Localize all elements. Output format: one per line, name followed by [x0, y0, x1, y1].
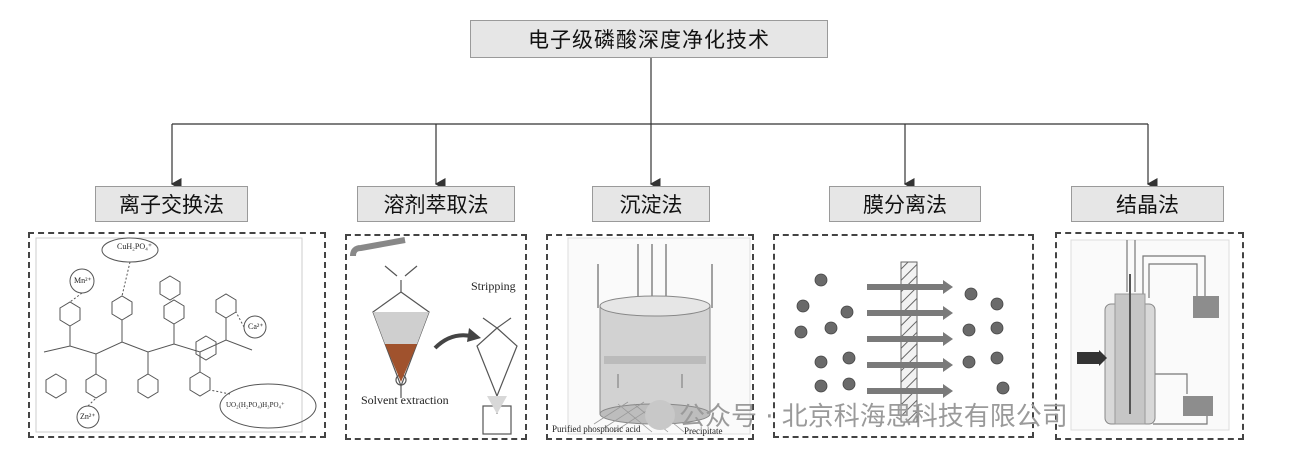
label-zn-ion: Zn²⁺: [80, 412, 96, 421]
method-membrane-separation: 膜分离法: [829, 186, 981, 222]
ion-exchange-panel: CuH₂PO₄⁺ Mn²⁺ Ca²⁺ Zn²⁺ UO₂(H₂PO₄)H₃PO₄⁺: [28, 232, 326, 438]
precipitation-tank: [567, 237, 751, 435]
label-ca-ion: Ca²⁺: [248, 322, 264, 331]
method-precipitation: 沉淀法: [592, 186, 710, 222]
membrane-illustration: [794, 261, 1010, 423]
watermark: 公众号 · 北京科海思科技有限公司: [645, 396, 1068, 433]
label-uo2-complex: UO₂(H₂PO₄)H₃PO₄⁺: [226, 401, 285, 409]
label-solvent-extraction: Solvent extraction: [361, 393, 449, 407]
method-solvent-extraction: 溶剂萃取法: [357, 186, 515, 222]
crystallization-panel: [1055, 232, 1244, 440]
watermark-text: 公众号 · 北京科海思科技有限公司: [679, 402, 1068, 432]
separatory-funnels: [350, 237, 518, 435]
label-purified-acid: Purified phosphoric acid: [552, 424, 641, 434]
label-stripping: Stripping: [471, 279, 516, 293]
label-precipitate: Precipitate: [684, 426, 723, 436]
method-ion-exchange: 离子交换法: [95, 186, 248, 222]
method-crystallization: 结晶法: [1071, 186, 1224, 222]
crystallizer-apparatus: [1070, 239, 1230, 431]
wechat-icon: [645, 399, 675, 430]
solvent-extraction-panel: Stripping Solvent extraction: [345, 234, 527, 440]
diagram-title: 电子级磷酸深度净化技术: [470, 20, 828, 58]
membrane-panel: [773, 234, 1034, 438]
label-cu-ion: CuH₂PO₄⁺: [117, 242, 153, 251]
label-mn-ion: Mn²⁺: [74, 276, 92, 285]
ion-exchange-structure: [35, 237, 317, 433]
